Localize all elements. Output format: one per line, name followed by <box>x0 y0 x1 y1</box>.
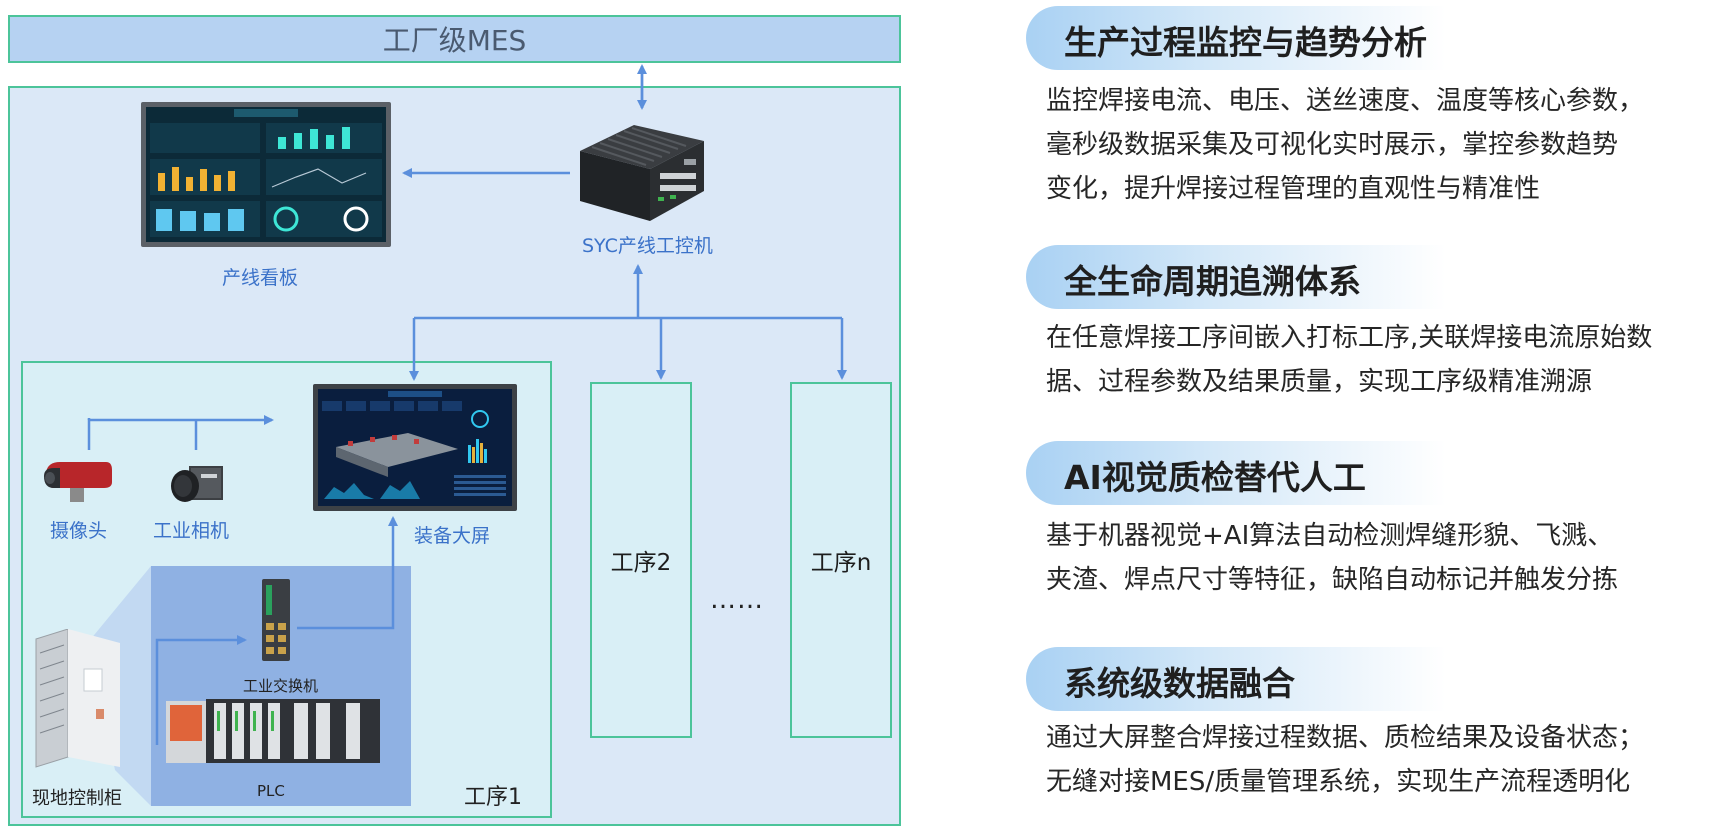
mes-bar: 工厂级MES <box>8 15 901 63</box>
more-processes-ellipsis: …… <box>710 585 764 615</box>
feature-1-line-1: 监控焊接电流、电压、送丝速度、温度等核心参数， <box>1046 86 1645 116</box>
cabinet-zoom-beam <box>90 566 151 806</box>
feature-4-heading-bg <box>1026 647 1446 711</box>
connection-arrows <box>87 64 847 745</box>
feature-3-title: AI视觉质检替代人工 <box>1064 458 1366 497</box>
process-1-label: 工序1 <box>464 785 522 810</box>
feature-4-line-2: 无缝对接MES/质量管理系统，实现生产流程透明化 <box>1046 767 1631 797</box>
feature-1-title: 生产过程监控与趋势分析 <box>1064 23 1427 62</box>
industrial-camera-image <box>171 466 223 502</box>
mes-label: 工厂级MES <box>382 24 527 57</box>
feature-2-title: 全生命周期追溯体系 <box>1064 262 1361 301</box>
plc-label: PLC <box>257 782 285 800</box>
industrial-switch-image <box>262 579 290 661</box>
feature-1-line-3: 变化，提升焊接过程管理的直观性与精准性 <box>1046 174 1541 204</box>
kanban-label: 产线看板 <box>222 267 299 289</box>
process-n-box: 工序n <box>790 382 892 738</box>
control-cabinet-image <box>35 629 120 768</box>
switch-label: 工业交换机 <box>243 677 319 695</box>
big-screen-dashboard-image <box>318 389 512 506</box>
ipc-label: SYC产线工控机 <box>582 235 713 257</box>
feature-4-title: 系统级数据融合 <box>1064 664 1295 703</box>
feature-2-line-1: 在任意焊接工序间嵌入打标工序,关联焊接电流原始数 <box>1046 323 1653 353</box>
switch-screen-link <box>297 516 398 630</box>
plc-switch-link <box>155 635 247 745</box>
process-2-label: 工序2 <box>610 550 672 576</box>
big-screen-label: 装备大屏 <box>414 525 491 547</box>
feature-3-line-1: 基于机器视觉+AI算法自动检测焊缝形貌、飞溅、 <box>1046 521 1614 551</box>
kanban-dashboard-image <box>146 107 386 242</box>
feature-4-line-1: 通过大屏整合焊接过程数据、质检结果及设备状态； <box>1046 723 1645 753</box>
feature-1-line-2: 毫秒级数据采集及可视化实时展示，掌控参数趋势 <box>1046 130 1619 160</box>
feature-3-line-2: 夹渣、焊点尺寸等特征，缺陷自动标记并触发分拣 <box>1046 565 1619 595</box>
feature-4-desc: 通过大屏整合焊接过程数据、质检结果及设备状态； 无缝对接MES/质量管理系统，实… <box>1046 716 1644 804</box>
feature-2-line-2: 据、过程参数及结果质量，实现工序级精准溯源 <box>1046 367 1593 397</box>
big-screen-monitor <box>313 384 517 511</box>
feature-2-desc: 在任意焊接工序间嵌入打标工序,关联焊接电流原始数 据、过程参数及结果质量，实现工… <box>1046 316 1652 404</box>
feature-3-desc: 基于机器视觉+AI算法自动检测焊缝形貌、飞溅、 夹渣、焊点尺寸等特征，缺陷自动标… <box>1046 514 1618 602</box>
feature-3-heading-bg <box>1026 441 1446 505</box>
process-2-box: 工序2 <box>590 382 692 738</box>
ipc-device-image <box>580 125 704 221</box>
cabinet-label: 现地控制柜 <box>32 788 122 809</box>
feature-2-heading-bg <box>1026 245 1446 309</box>
kanban-monitor <box>141 102 391 247</box>
industrial-camera-label: 工业相机 <box>153 520 230 542</box>
camera-label: 摄像头 <box>50 520 108 542</box>
plc-image <box>166 699 380 763</box>
feature-1-heading-bg <box>1026 6 1446 70</box>
process-n-label: 工序n <box>810 550 872 576</box>
feature-1-desc: 监控焊接电流、电压、送丝速度、温度等核心参数， 毫秒级数据采集及可视化实时展示，… <box>1046 79 1644 211</box>
camera-image <box>44 462 112 502</box>
